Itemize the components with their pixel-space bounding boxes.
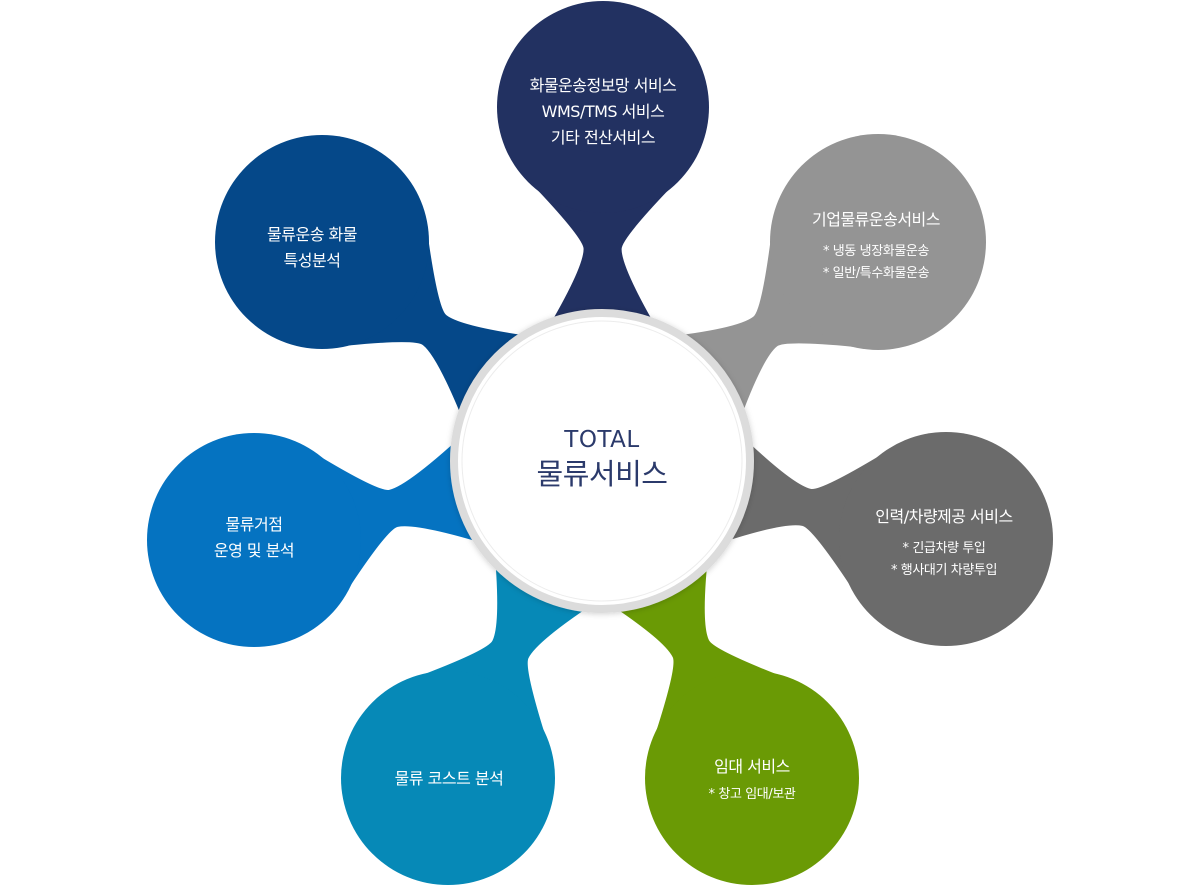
petal-rental-text: 임대 서비스 * 창고 임대/보관: [709, 754, 796, 806]
center-title-total: TOTAL: [564, 427, 640, 453]
petal-cost-line-1: 물류 코스트 분석: [394, 769, 504, 788]
petal-cost-analysis-bubble: [341, 671, 555, 885]
petal-cargo-analysis-bubble: [215, 135, 429, 349]
petal-corporate-sub-1: * 냉동 냉장화물운송: [822, 244, 930, 259]
petal-manpower-title: 인력/차량제공 서비스: [875, 507, 1013, 526]
petal-corporate-title: 기업물류운송서비스: [812, 210, 940, 229]
petal-it-services-stem: [537, 189, 669, 342]
petal-cargo-line-2: 특성분석: [283, 251, 341, 270]
center-title-logistics: 물류서비스: [536, 457, 668, 491]
center-circle: [461, 320, 743, 602]
petal-hub-operation-text: 물류거점 운영 및 분석: [213, 512, 295, 564]
petal-hub-line-2: 운영 및 분석: [213, 541, 295, 560]
petal-rental-sub-1: * 창고 임대/보관: [708, 787, 796, 802]
petal-it-line-3: 기타 전산서비스: [550, 128, 656, 147]
petal-it-services-bubble: [497, 1, 709, 213]
petal-it-line-1: 화물운송정보망 서비스: [529, 76, 677, 95]
petal-corporate-sub-2: * 일반/특수화물운송: [822, 266, 930, 281]
petal-cargo-analysis-text: 물류운송 화물 특성분석: [267, 222, 357, 274]
petal-cargo-line-1: 물류운송 화물: [267, 225, 357, 244]
petal-corporate-transport-text: 기업물류운송서비스 * 냉동 냉장화물운송 * 일반/특수화물운송: [812, 207, 940, 285]
petal-manpower-sub-1: * 긴급차량 투입: [902, 541, 986, 556]
petal-cost-analysis-text: 물류 코스트 분석: [395, 766, 504, 792]
petal-manpower-sub-2: * 행사대기 차량투입: [890, 563, 998, 578]
petal-manpower-vehicle-text: 인력/차량제공 서비스 * 긴급차량 투입 * 행사대기 차량투입: [875, 504, 1013, 582]
petal-manpower-vehicle-bubble: [839, 432, 1053, 646]
petal-it-services-text: 화물운송정보망 서비스 WMS/TMS 서비스 기타 전산서비스: [530, 73, 677, 151]
petal-hub-line-1: 물류거점: [225, 515, 283, 534]
petal-rental-bubble: [645, 671, 859, 885]
petal-rental-title: 임대 서비스: [714, 757, 790, 776]
petal-it-line-2: WMS/TMS 서비스: [541, 102, 665, 121]
petal-hub-operation-bubble: [147, 433, 361, 647]
center-label: TOTAL 물류서비스: [537, 425, 668, 493]
petal-corporate-transport-bubble: [770, 134, 986, 350]
